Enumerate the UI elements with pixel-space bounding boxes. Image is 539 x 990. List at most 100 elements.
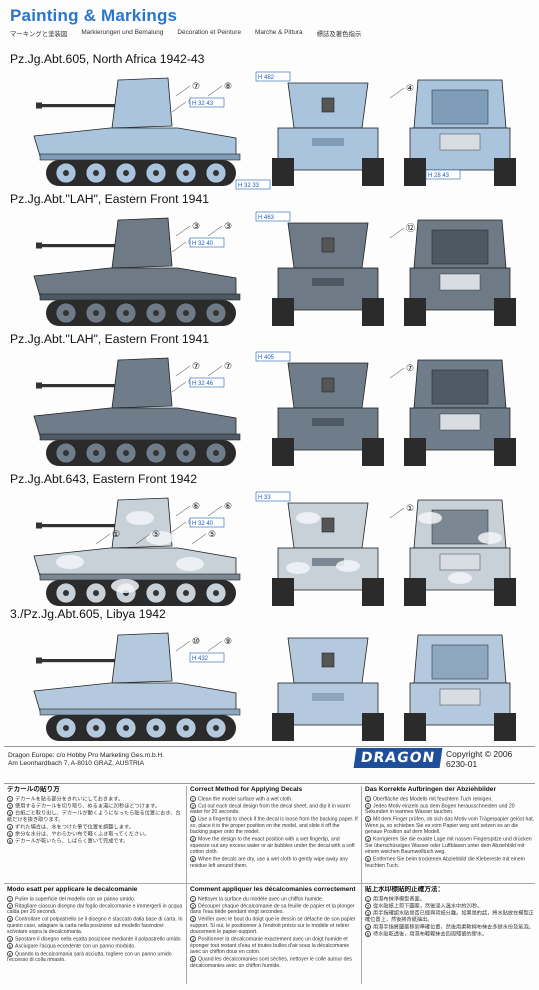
wheel-hub [123, 310, 129, 316]
muzzle-brake [36, 242, 42, 249]
hull [33, 127, 237, 157]
scheme-title: Pz.Jg.Abt."LAH", Eastern Front 1941 [10, 192, 210, 206]
step-number: 1 [7, 895, 13, 902]
callout-number: ④ [406, 84, 414, 94]
callout-leader [207, 85, 223, 97]
step-text: 用濕手指將圖案移到準確位置，然後用柔軟棉布抹去多餘水份及氣泡。 [373, 923, 534, 930]
scheme-title: 3./Pz.Jg.Abt.605, Libya 1942 [10, 607, 166, 621]
callout-leader [389, 227, 405, 239]
step-number: 3 [7, 916, 13, 923]
decal-label: H 33 [258, 495, 271, 501]
subtitle-cn: 標誌及著色指示 [316, 31, 362, 38]
callout-number: ① [112, 530, 120, 540]
gun-shield [111, 77, 173, 129]
step-number: 1 [365, 895, 371, 902]
divider [4, 746, 535, 747]
wheel-hub [123, 170, 129, 176]
instructions-fr: Comment appliquer les décalcomanies corr… [190, 886, 358, 984]
front-view [272, 502, 384, 606]
left-track [404, 578, 426, 606]
decal-tag: H 432 [189, 652, 225, 663]
callout-leader [135, 533, 151, 545]
left-track [272, 438, 294, 466]
step-text: Spostare il disegno nella esatta posizio… [15, 936, 182, 943]
driver-hatch [312, 693, 344, 701]
step-text: When the decals are dry, use a wet cloth… [190, 856, 348, 869]
decal-box [255, 491, 291, 502]
left-track [404, 298, 426, 326]
rear-view [404, 634, 516, 741]
right-track [362, 158, 384, 186]
company-address: Dragon Europe: c/o Hobby Pro Marketing G… [8, 752, 164, 768]
left-track [272, 158, 294, 186]
page-title: Painting & Markings [10, 6, 178, 25]
step-number: 3 [365, 910, 371, 917]
fighting-compartment [431, 229, 489, 265]
wheel-hub [123, 450, 129, 456]
scheme-section: Pz.Jg.Abt."LAH", Eastern Front 1941 ③③②⑫… [0, 192, 539, 332]
step-text: Mit dem Finger prüfen, ob sich das Motiv… [365, 816, 535, 836]
step-text: Use a fingertip to check if the decal is… [190, 816, 358, 836]
decal-tag: H 32 43 [189, 97, 225, 108]
callout-number: ⑦ [224, 362, 232, 372]
fighting-compartment [431, 369, 489, 405]
wheel-hub [213, 450, 219, 456]
winter-patch [336, 560, 360, 572]
step-text: Cut out each decal design from the decal… [190, 803, 350, 816]
stowage-box [439, 413, 481, 431]
subtitle-de: Markierungen und Bemalung [81, 29, 164, 36]
driver-hatch [312, 138, 344, 146]
step-number: 4 [7, 936, 13, 943]
copyright-text: Copyright © 2006 [446, 749, 513, 759]
callout-marker: ⑦ [389, 364, 414, 379]
callout-marker: ⑥ [175, 502, 200, 517]
wheel-hub [63, 170, 69, 176]
gun-barrel [38, 524, 118, 528]
fighting-compartment [431, 89, 489, 125]
step-number: 5 [190, 856, 196, 863]
muzzle-brake [36, 657, 42, 664]
callout-number: ① [406, 504, 414, 514]
dragon-logo: DRAGON [353, 748, 443, 768]
driver-hatch [312, 278, 344, 286]
decal-box [189, 97, 225, 108]
winter-patch [56, 555, 84, 569]
step-number: 4 [365, 923, 371, 930]
step-number: 2 [190, 902, 196, 909]
gun-mantlet [321, 517, 335, 533]
step-number: 5 [365, 930, 371, 937]
step-text: 用濕布抹淨模型表面。 [373, 895, 425, 902]
instructions-heading: Comment appliquer les décalcomanies corr… [190, 886, 356, 893]
callout-leader [207, 505, 223, 517]
driver-hatch [312, 558, 344, 566]
step-number: 3 [7, 810, 13, 817]
divider [4, 783, 535, 784]
step-text: Vérifier avec le bout du doigt que le de… [190, 916, 356, 936]
wheel-hub [183, 310, 189, 316]
front-view [272, 637, 384, 741]
track-guard [39, 573, 241, 581]
step-text: ずれた場合は、水をつけた筆で位置を調整します。 [15, 823, 134, 830]
instructions-it: Modo esatt per applicare le decalcomanie… [7, 886, 183, 984]
step-number: 2 [365, 902, 371, 909]
decal-tag: H 32 46 [189, 377, 225, 388]
column-divider [361, 786, 362, 984]
callout-number: ⑫ [406, 223, 415, 234]
winter-patch [478, 532, 502, 544]
side-view [33, 497, 241, 606]
